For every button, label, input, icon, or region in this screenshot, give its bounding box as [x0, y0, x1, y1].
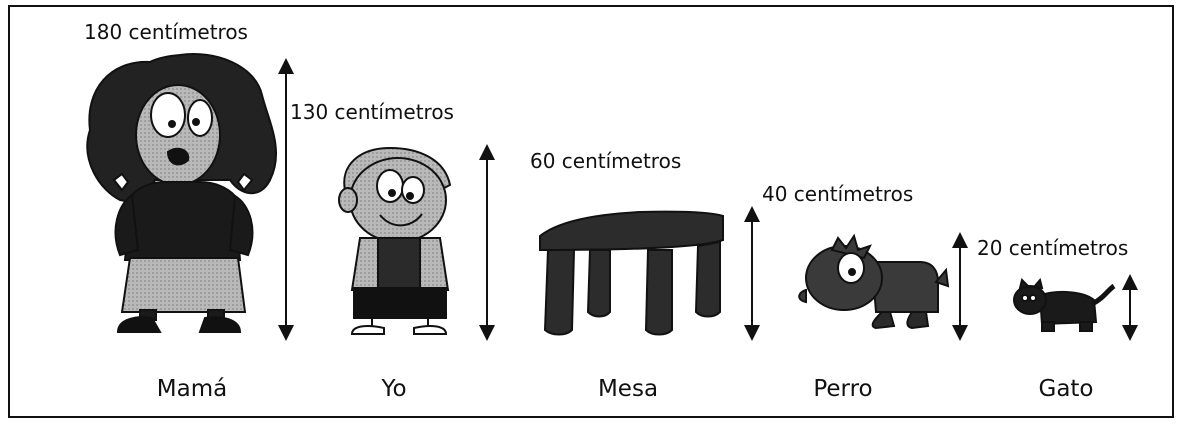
yo-illustration — [338, 146, 452, 335]
perro-illustration — [798, 233, 950, 330]
mama-height-label: 180 centímetros — [84, 20, 248, 44]
perro-height-label: 40 centímetros — [762, 182, 914, 206]
mesa-height-label: 60 centímetros — [530, 149, 682, 173]
gato-height-label: 20 centímetros — [977, 236, 1129, 260]
gato-name: Gato — [1038, 376, 1094, 402]
gato-illustration — [1013, 277, 1116, 332]
figure-frame — [8, 5, 1174, 418]
mama-illustration — [86, 53, 278, 333]
yo-height-label: 130 centímetros — [290, 100, 454, 124]
yo-name: Yo — [381, 376, 407, 402]
mesa-illustration — [539, 210, 724, 336]
perro-name: Perro — [813, 376, 873, 402]
mama-name: Mamá — [156, 376, 228, 402]
mesa-name: Mesa — [597, 376, 659, 402]
